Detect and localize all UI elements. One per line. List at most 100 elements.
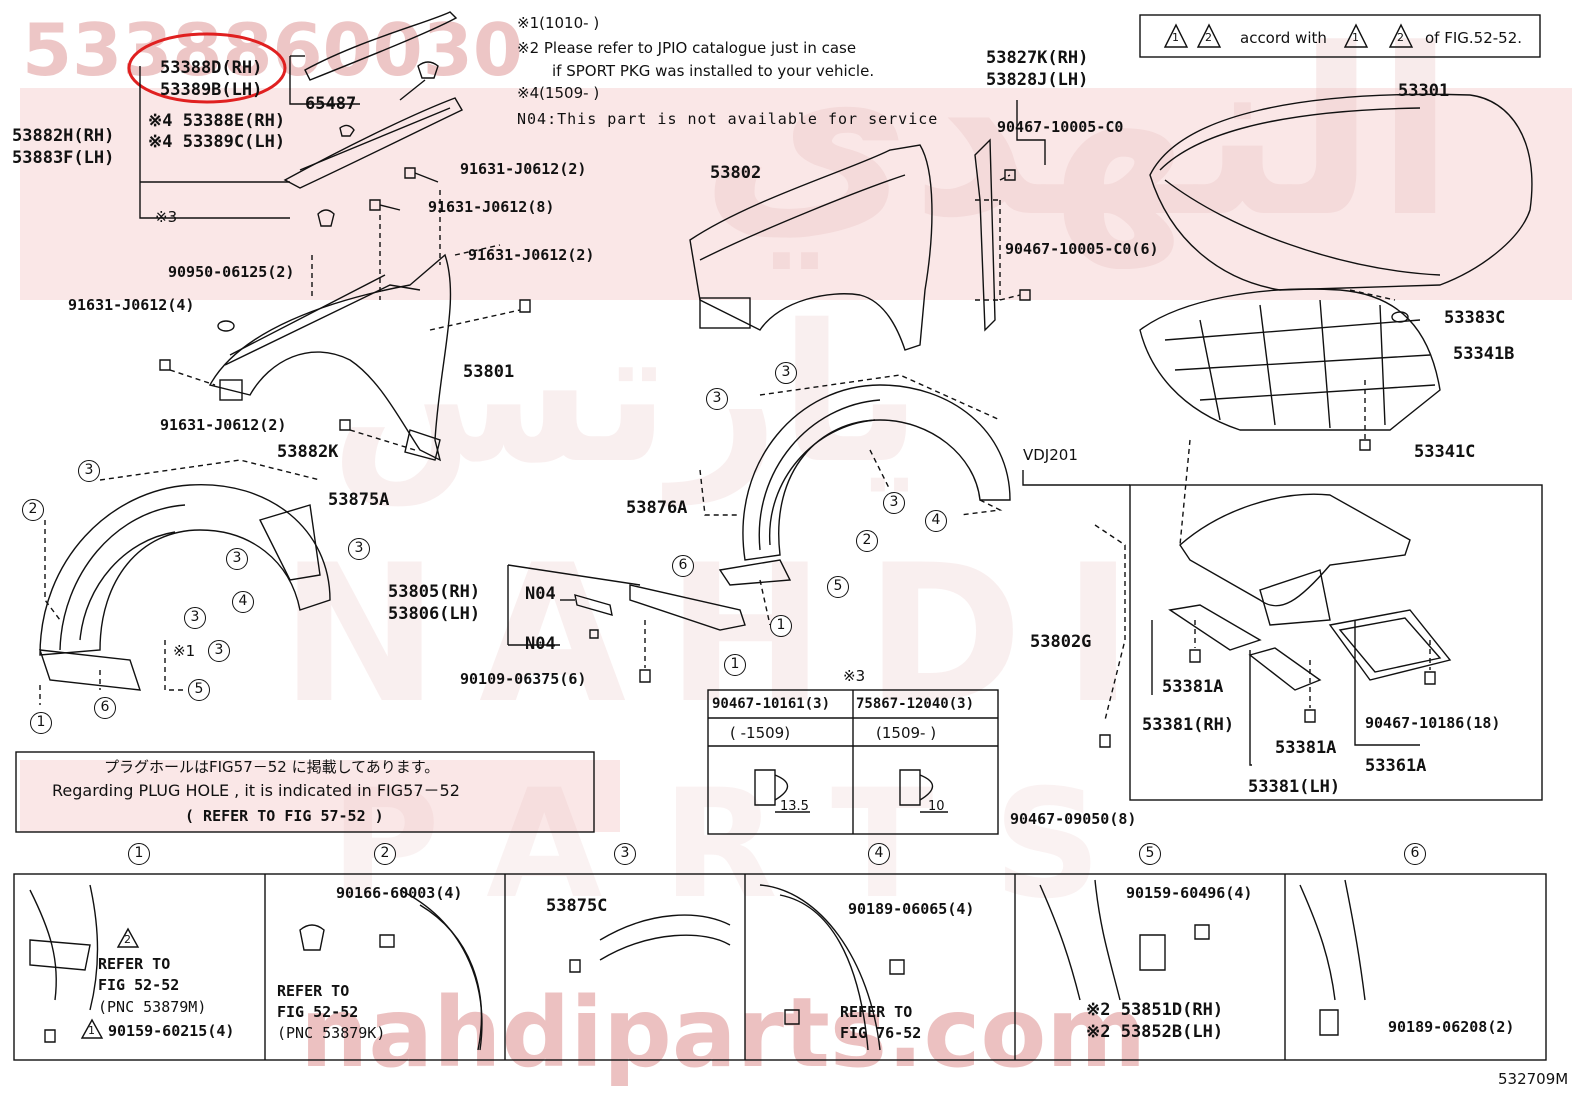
plug-note-jp: プラグホールはFIG57－52 に掲載してあります。 [104, 758, 440, 776]
label-53876a[interactable]: 53876A [626, 498, 688, 518]
label-90467-c[interactable]: 90467-10186(18) [1365, 714, 1501, 732]
highlight-ellipse [127, 32, 287, 104]
label-90950[interactable]: 90950-06125(2) [168, 263, 295, 281]
label-n04-a: N04 [525, 584, 556, 604]
ref-3-d: 3 [184, 607, 206, 629]
accord-text-2: of FIG.52-52. [1425, 29, 1523, 47]
label-53341b[interactable]: 53341B [1453, 344, 1515, 364]
detail-1-fig[interactable]: FIG 52-52 [98, 976, 180, 994]
clip-dim-2: 10 [928, 799, 945, 814]
detail-header-2: 2 [374, 843, 396, 865]
detail-header-6: 6 [1404, 843, 1426, 865]
detail-5-rh[interactable]: ※2 53851D(RH) [1086, 1000, 1224, 1020]
ref-1-b: 1 [770, 615, 792, 637]
detail-5-lh[interactable]: ※2 53852B(LH) [1086, 1022, 1224, 1042]
label-53827k[interactable]: 53827K(RH) [986, 48, 1089, 68]
ref-3-f: 3 [775, 362, 797, 384]
detail-2-fig[interactable]: FIG 52-52 [277, 1003, 359, 1021]
label-note3: ※3 [155, 208, 178, 226]
ref-3-g: 3 [706, 388, 728, 410]
ref-3-c: 3 [348, 538, 370, 560]
detail-4-fig[interactable]: FIG 76-52 [840, 1024, 922, 1042]
detail-4-refer: REFER TO [840, 1003, 913, 1021]
accord-sym-1b: 1 [1352, 31, 1359, 44]
ref-4-a: 4 [232, 591, 254, 613]
label-53389c[interactable]: ※4 53389C(LH) [148, 132, 286, 152]
accord-text: accord with [1240, 29, 1327, 47]
label-90467-d[interactable]: 90467-09050(8) [1010, 810, 1137, 828]
ref-4-b: 4 [925, 510, 947, 532]
detail-6-bolt[interactable]: 90189-06208(2) [1388, 1018, 1515, 1036]
ref-6-a: 6 [94, 697, 116, 719]
note-4: ※4(1509- ) [517, 84, 600, 102]
detail-2-pnc: (PNC 53879K) [277, 1024, 386, 1042]
detail-header-4: 4 [868, 843, 890, 865]
label-53341c[interactable]: 53341C [1414, 442, 1476, 462]
detail-1-warning-sym: 2 [124, 933, 131, 946]
label-53875a[interactable]: 53875A [328, 490, 390, 510]
clip-col-1[interactable]: 90467-10161(3) [712, 696, 831, 712]
label-53301[interactable]: 53301 [1398, 81, 1450, 101]
detail-4-bolt[interactable]: 90189-06065(4) [848, 900, 975, 918]
label-90109[interactable]: 90109-06375(6) [460, 670, 587, 688]
label-53388e[interactable]: ※4 53388E(RH) [148, 111, 286, 131]
label-91631-d[interactable]: 91631-J0612(4) [68, 296, 195, 314]
label-53806[interactable]: 53806(LH) [388, 604, 481, 624]
label-53883f[interactable]: 53883F(LH) [12, 148, 115, 168]
watermark-latin-low: PARTS [330, 758, 1162, 932]
detail-2-refer: REFER TO [277, 982, 350, 1000]
label-53383c[interactable]: 53383C [1444, 308, 1506, 328]
label-53389b[interactable]: 53389B(LH) [160, 80, 263, 100]
label-90467-b[interactable]: 90467-10005-C0(6) [1005, 240, 1159, 258]
label-65487[interactable]: 65487 [305, 94, 357, 114]
detail-header-1: 1 [128, 843, 150, 865]
label-note1: ※1 [173, 642, 196, 660]
plug-note-ref[interactable]: ( REFER TO FIG 57-52 ) [185, 807, 384, 825]
detail-2-bolt[interactable]: 90166-60003(4) [336, 884, 463, 902]
clip-range-1: ( -1509) [730, 724, 791, 742]
detail-header-5: 5 [1139, 843, 1161, 865]
label-53882h[interactable]: 53882H(RH) [12, 126, 115, 146]
detail-3-part[interactable]: 53875C [546, 896, 608, 916]
label-53801[interactable]: 53801 [463, 362, 515, 382]
label-53381-rh[interactable]: 53381(RH) [1142, 715, 1235, 735]
label-91631-e[interactable]: 91631-J0612(2) [160, 416, 287, 434]
note-n04: N04:This part is not available for servi… [517, 110, 939, 128]
label-91631-a[interactable]: 91631-J0612(2) [460, 160, 587, 178]
label-91631-b[interactable]: 91631-J0612(8) [428, 198, 555, 216]
detail-1-bolt[interactable]: 90159-60215(4) [108, 1022, 235, 1040]
clip-range-2: (1509- ) [876, 724, 937, 742]
label-91631-c[interactable]: 91631-J0612(2) [468, 246, 595, 264]
detail-header-3: 3 [614, 843, 636, 865]
label-53802[interactable]: 53802 [710, 163, 762, 183]
note-2a: ※2 Please refer to JPIO catalogue just i… [517, 39, 857, 57]
detail-1-pnc: (PNC 53879M) [98, 998, 207, 1016]
ref-2-a: 2 [22, 499, 44, 521]
clip-col-2[interactable]: 75867-12040(3) [856, 696, 975, 712]
watermark-latin-mid: NAHDI [280, 524, 1174, 745]
label-53381a-1[interactable]: 53381A [1162, 677, 1224, 697]
ref-3-a: 3 [78, 460, 100, 482]
detail-1-refer: REFER TO [98, 955, 171, 973]
ref-6-b: 6 [672, 555, 694, 577]
label-53381a-2[interactable]: 53381A [1275, 738, 1337, 758]
diagram-code: 532709M [1498, 1070, 1569, 1088]
ref-5-a: 5 [188, 679, 210, 701]
accord-sym-1: 1 [1172, 31, 1179, 44]
label-53388d[interactable]: 53388D(RH) [160, 58, 263, 78]
label-53882k[interactable]: 53882K [277, 442, 339, 462]
ref-3-h: 3 [883, 492, 905, 514]
watermark-band-plug [20, 760, 620, 832]
watermark-band-top [20, 88, 1572, 300]
label-53381-lh[interactable]: 53381(LH) [1248, 777, 1341, 797]
accord-sym-2: 2 [1205, 31, 1212, 44]
label-53361a[interactable]: 53361A [1365, 756, 1427, 776]
label-53805[interactable]: 53805(RH) [388, 582, 481, 602]
label-53802g[interactable]: 53802G [1030, 632, 1092, 652]
ref-1-a: 1 [30, 712, 52, 734]
detail-5-bolt[interactable]: 90159-60496(4) [1126, 884, 1253, 902]
label-90467-a[interactable]: 90467-10005-C0 [997, 118, 1124, 136]
label-53828j[interactable]: 53828J(LH) [986, 70, 1089, 90]
detail-1-bolt-sym: 1 [88, 1024, 95, 1037]
